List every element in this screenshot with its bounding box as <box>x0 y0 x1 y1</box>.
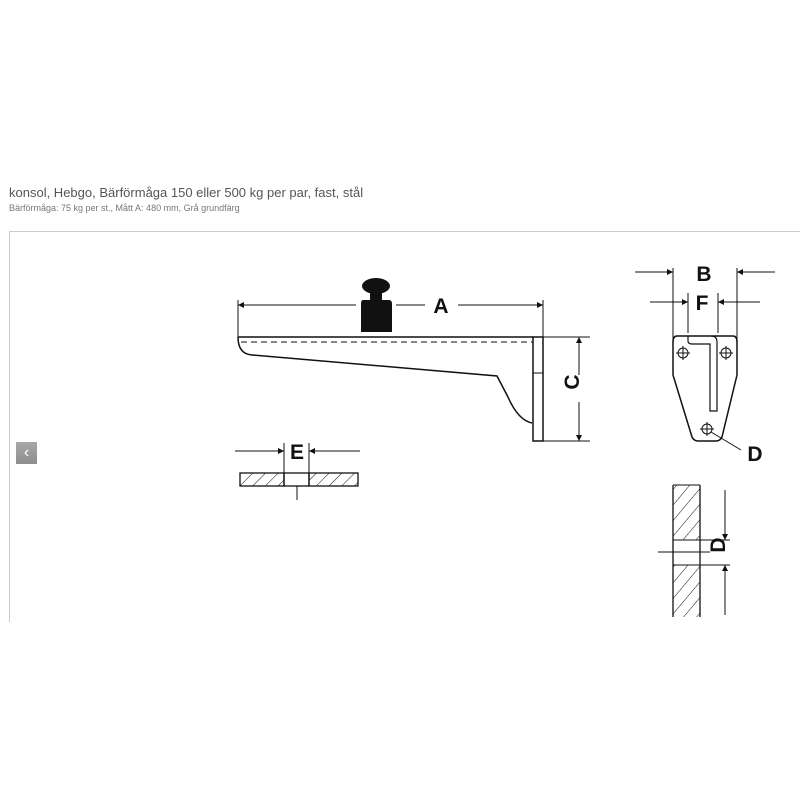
label-b: B <box>696 263 711 286</box>
dimension-a <box>237 300 544 337</box>
dimension-b <box>635 268 775 340</box>
weight-icon <box>361 278 392 332</box>
dimension-f <box>650 293 760 333</box>
product-title: konsol, Hebgo, Bärförmåga 150 eller 500 … <box>9 185 364 200</box>
product-subtitle: Bärförmåga: 75 kg per st., Mått A: 480 m… <box>9 203 240 213</box>
image-viewer-frame <box>9 231 800 622</box>
label-f: F <box>696 292 709 315</box>
bracket-front-view <box>672 335 742 451</box>
label-d: D <box>747 443 762 466</box>
dimension-c <box>543 336 590 442</box>
previous-image-button[interactable]: ‹ <box>16 442 37 464</box>
label-d-section: D <box>707 537 730 552</box>
chevron-left-icon: ‹ <box>23 444 30 461</box>
dimension-e <box>235 443 360 500</box>
wall-section <box>658 484 730 617</box>
label-e: E <box>290 441 304 464</box>
label-a: A <box>433 295 448 318</box>
label-c: C <box>561 374 584 389</box>
bracket-side-view <box>237 336 544 442</box>
